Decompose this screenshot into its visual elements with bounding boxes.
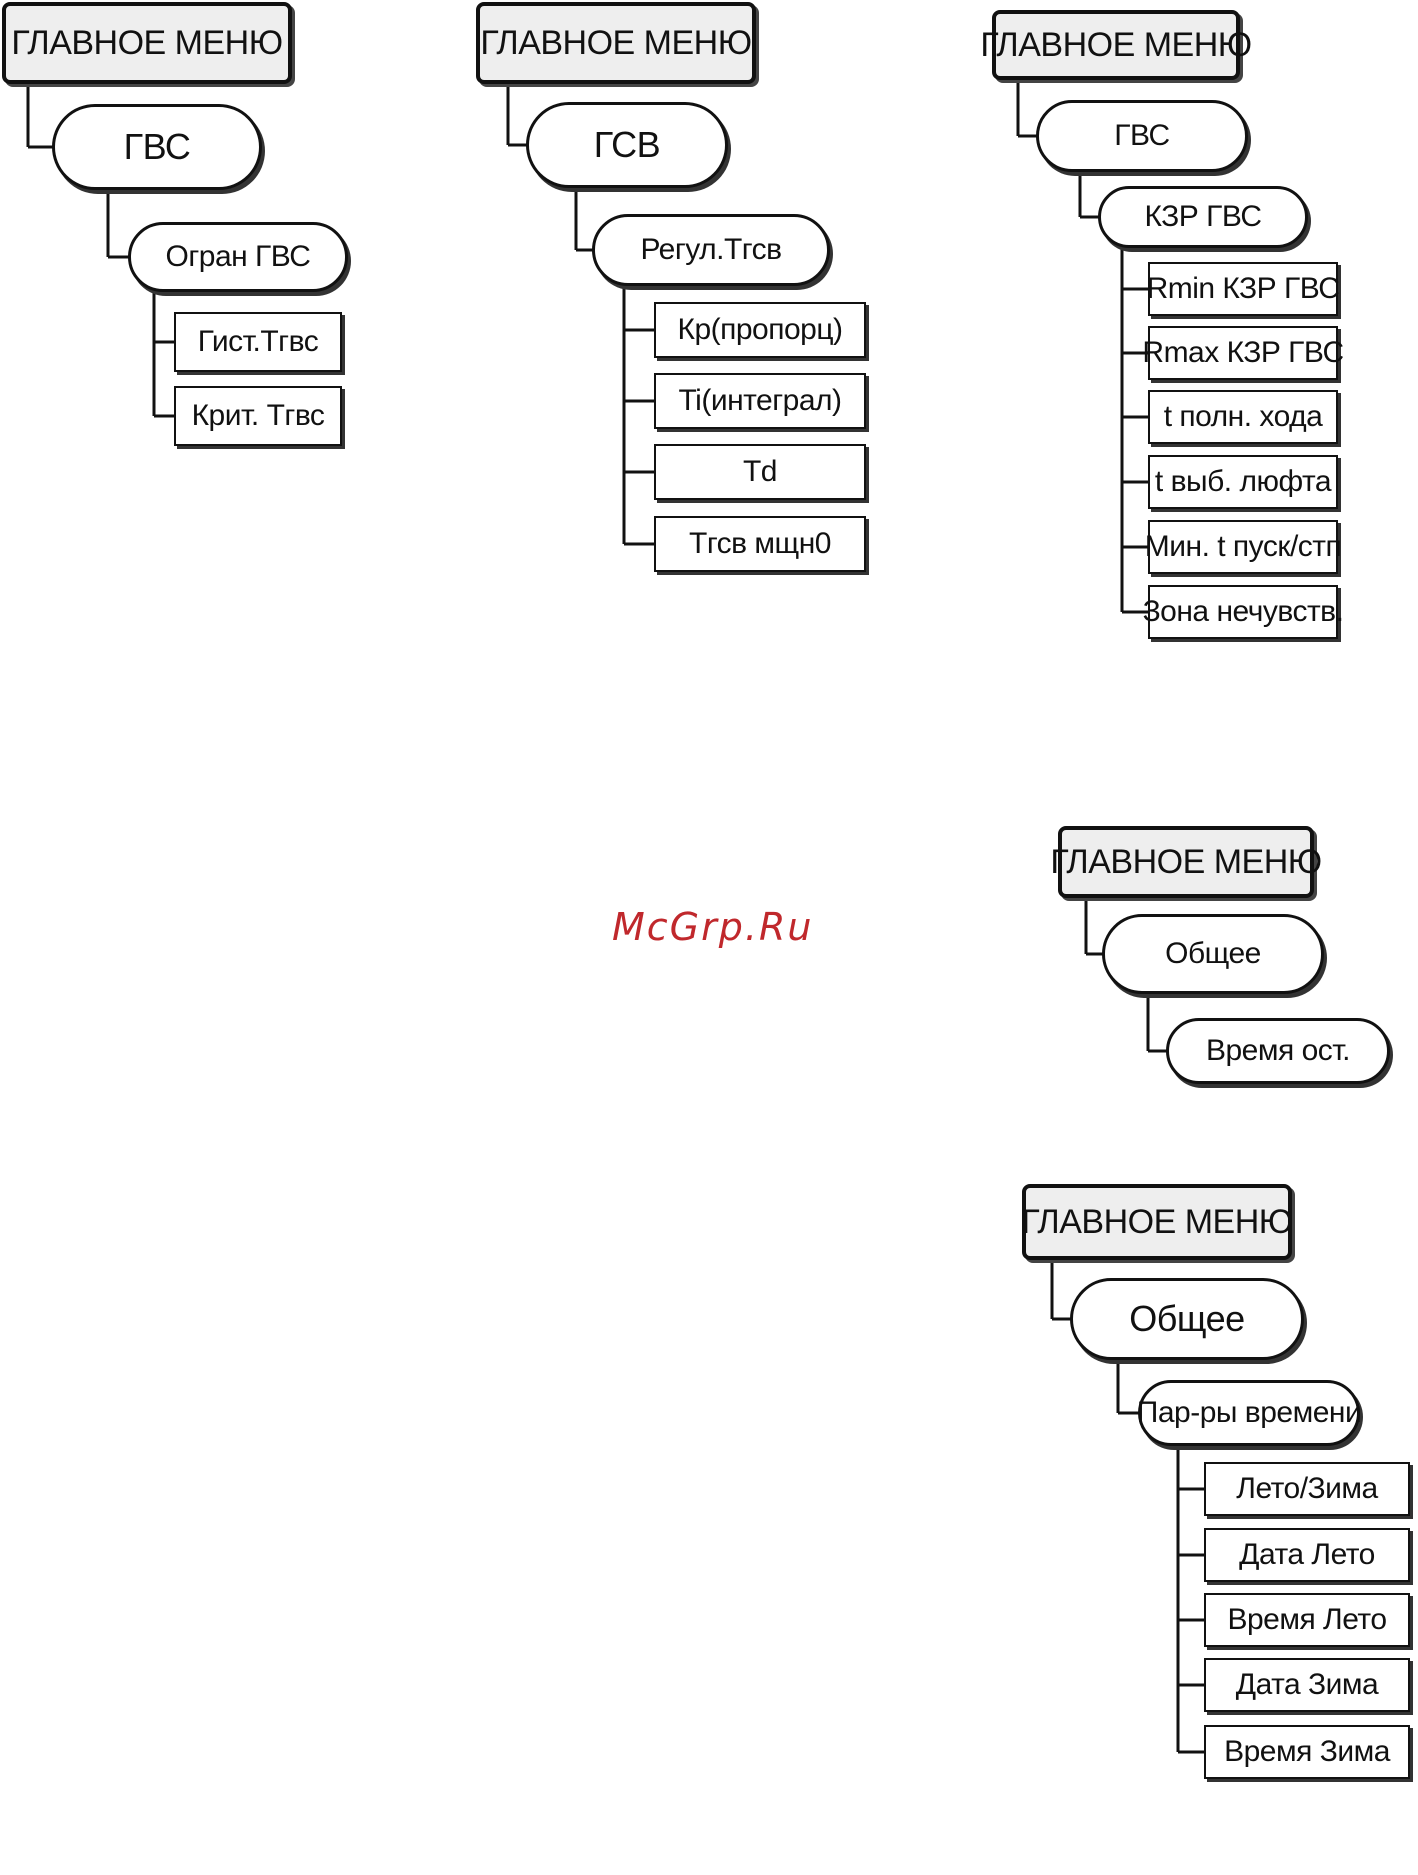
menu-leaf-item: Rmax КЗР ГВС [1142, 326, 1344, 380]
menu-level2-node: Время ост. [1166, 1018, 1390, 1084]
menu-leaf-item: Кр(пропорц) [654, 302, 866, 358]
menu-leaf-item: t выб. люфта [1148, 455, 1338, 509]
menu-level2-node: Пар-ры времени [1137, 1380, 1362, 1446]
menu-level1-node: ГВС [1036, 100, 1248, 172]
menu-leaf-item: Мин. t пуск/стп [1145, 520, 1342, 574]
menu-leaf-item: Лето/Зима [1204, 1462, 1410, 1516]
menu-level1-node: Общее [1070, 1278, 1304, 1360]
menu-level1-node: Общее [1102, 914, 1324, 994]
watermark: McGrp.Ru [612, 905, 814, 949]
menu-level2-node: КЗР ГВС [1098, 186, 1308, 248]
menu-leaf-item: Время Зима [1204, 1725, 1410, 1779]
menu-leaf-item: Ti(интеграл) [654, 373, 866, 429]
main-menu-box: ГЛАВНОЕ МЕНЮ [980, 10, 1252, 80]
menu-leaf-item: t полн. хода [1148, 390, 1338, 444]
main-menu-box: ГЛАВНОЕ МЕНЮ [1050, 826, 1322, 898]
main-menu-box: ГЛАВНОЕ МЕНЮ [2, 2, 292, 84]
menu-leaf-item: Зона нечувств. [1143, 585, 1344, 639]
menu-leaf-item: Гист.Тгвс [174, 312, 342, 372]
menu-leaf-item: Rmin КЗР ГВС [1147, 262, 1340, 316]
menu-leaf-item: Крит. Тгвс [174, 386, 342, 446]
main-menu-box: ГЛАВНОЕ МЕНЮ [1021, 1184, 1293, 1260]
menu-leaf-item: Тгсв мщн0 [654, 516, 866, 572]
menu-level1-node: ГСВ [526, 102, 728, 188]
menu-leaf-item: Td [654, 444, 866, 500]
menu-level1-node: ГВС [52, 104, 262, 190]
menu-leaf-item: Дата Лето [1204, 1528, 1410, 1582]
menu-leaf-item: Дата Зима [1204, 1658, 1410, 1712]
menu-level2-node: Огран ГВС [128, 222, 348, 292]
menu-level2-node: Регул.Тгсв [592, 214, 830, 286]
main-menu-box: ГЛАВНОЕ МЕНЮ [476, 2, 756, 84]
menu-leaf-item: Время Лето [1204, 1593, 1410, 1647]
